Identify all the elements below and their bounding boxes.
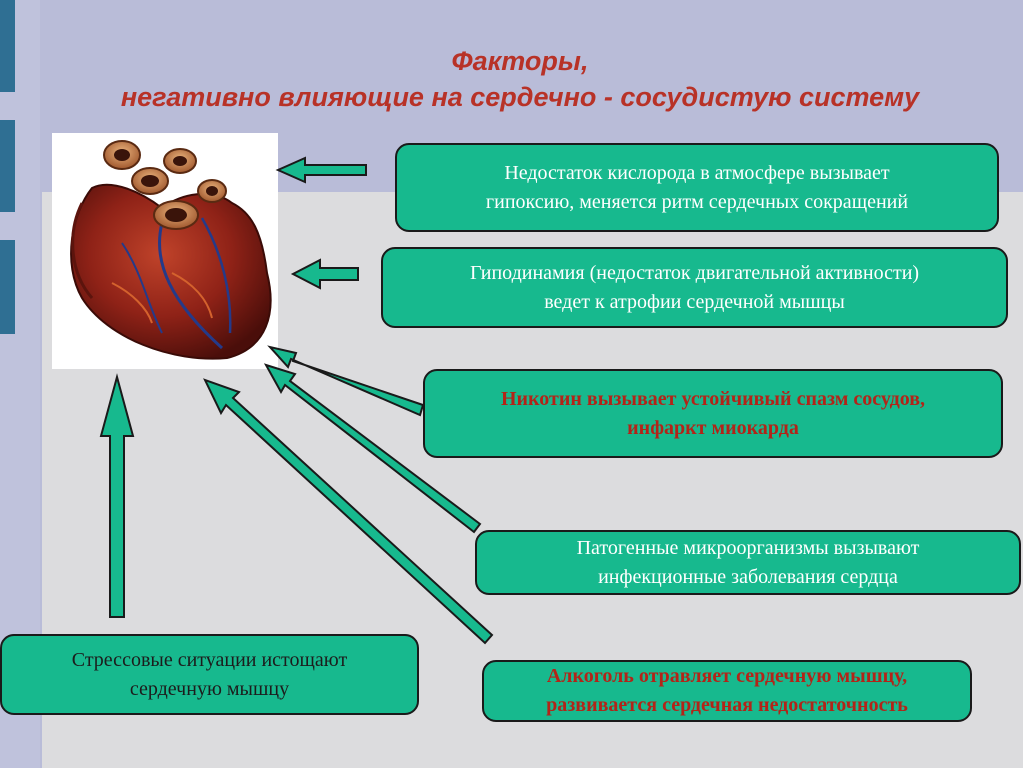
factor-stress: Стрессовые ситуации истощают сердечную м… xyxy=(0,634,419,715)
factor-oxygen: Недостаток кислорода в атмосфере вызывае… xyxy=(395,143,999,232)
arrow-stress-icon xyxy=(99,373,135,618)
factor-stress-line-2: сердечную мышцу xyxy=(129,677,290,700)
arrow-nicotine-icon xyxy=(267,345,425,417)
factor-oxygen-line-1: Недостаток кислорода в атмосфере вызывае… xyxy=(504,161,890,184)
factor-nicotine: Никотин вызывает устойчивый спазм сосудо… xyxy=(423,369,1003,458)
factor-hypodynamia-line-1: Гиподинамия (недостаток двигательной акт… xyxy=(469,261,920,284)
arrow-alcohol-icon xyxy=(203,378,494,645)
factor-hypodynamia-line-2: ведет к атрофии сердечной мышцы xyxy=(544,290,845,313)
arrow-hypodynamia-icon xyxy=(290,258,359,290)
factor-alcohol-line-1: Алкоголь отравляет сердечную мышцу, xyxy=(546,665,908,687)
factor-pathogens: Патогенные микроорганизмы вызывают инфек… xyxy=(475,530,1021,595)
title-line-2: негативно влияющие на сердечно - сосудис… xyxy=(120,82,920,112)
factor-alcohol: Алкоголь отравляет сердечную мышцу, разв… xyxy=(482,660,972,722)
side-bar-1 xyxy=(0,0,15,92)
factor-hypodynamia: Гиподинамия (недостаток двигательной акт… xyxy=(381,247,1008,328)
factor-pathogens-line-2: инфекционные заболевания сердца xyxy=(598,565,898,588)
title-line-1: Факторы, xyxy=(451,46,589,76)
factor-alcohol-line-2: развивается сердечная недостаточность xyxy=(546,694,908,716)
factor-stress-line-1: Стрессовые ситуации истощают xyxy=(71,648,348,671)
factor-nicotine-line-1: Никотин вызывает устойчивый спазм сосудо… xyxy=(500,387,926,410)
factor-pathogens-line-1: Патогенные микроорганизмы вызывают xyxy=(576,536,920,559)
heart-icon xyxy=(70,140,272,360)
factor-oxygen-line-2: гипоксию, меняется ритм сердечных сокращ… xyxy=(485,190,909,213)
side-bar-3 xyxy=(0,240,15,334)
heart-image xyxy=(52,133,278,369)
side-bar-2 xyxy=(0,120,15,212)
factor-nicotine-line-2: инфаркт миокарда xyxy=(627,416,799,439)
arrow-pathogens-icon xyxy=(263,363,482,534)
arrow-oxygen-icon xyxy=(275,156,367,184)
